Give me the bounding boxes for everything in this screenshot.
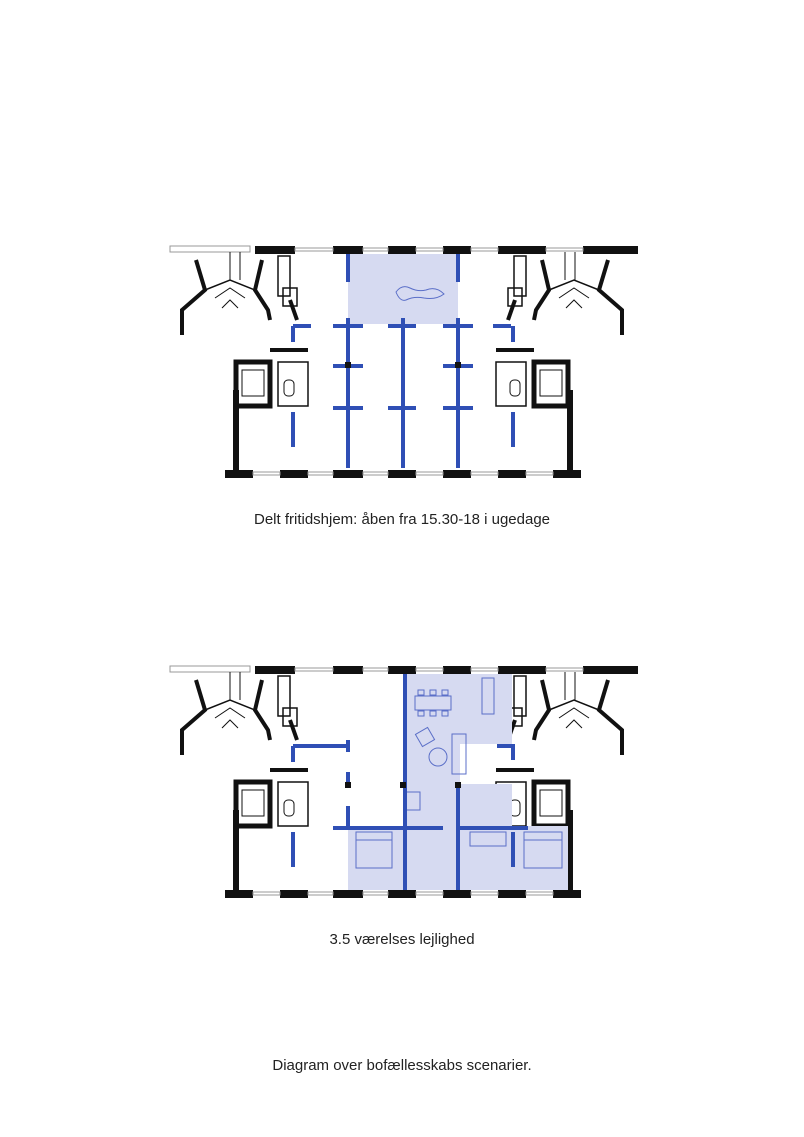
floor-plan-apartment	[169, 665, 638, 898]
kitchen-left	[277, 675, 299, 741]
stair-left	[180, 672, 272, 755]
caption-diagram-footer: Diagram over bofællesskabs scenarier.	[272, 1057, 532, 1074]
caption-shared-after-school: Delt fritidshjem: åben fra 15.30-18 i ug…	[253, 511, 550, 528]
kitchen-left	[277, 255, 299, 321]
shared-room-furniture	[395, 286, 445, 301]
stair-right	[532, 252, 624, 335]
bathroom-left	[233, 348, 309, 409]
stair-right	[532, 672, 624, 755]
apartment-furniture	[355, 677, 563, 869]
kitchen-right	[506, 255, 527, 321]
new-partition-walls	[291, 254, 515, 468]
bathroom-left	[233, 768, 309, 829]
existing-walls	[169, 245, 638, 478]
floor-plan-shared-after-school	[169, 245, 638, 478]
caption-apartment: 3.5 værelses lejlighed	[329, 931, 475, 948]
structural-columns	[345, 782, 461, 788]
bathroom-right	[495, 348, 571, 409]
stair-left	[180, 252, 272, 335]
structural-columns	[345, 362, 461, 368]
shared-room-highlight	[348, 254, 458, 324]
existing-walls	[169, 665, 638, 898]
